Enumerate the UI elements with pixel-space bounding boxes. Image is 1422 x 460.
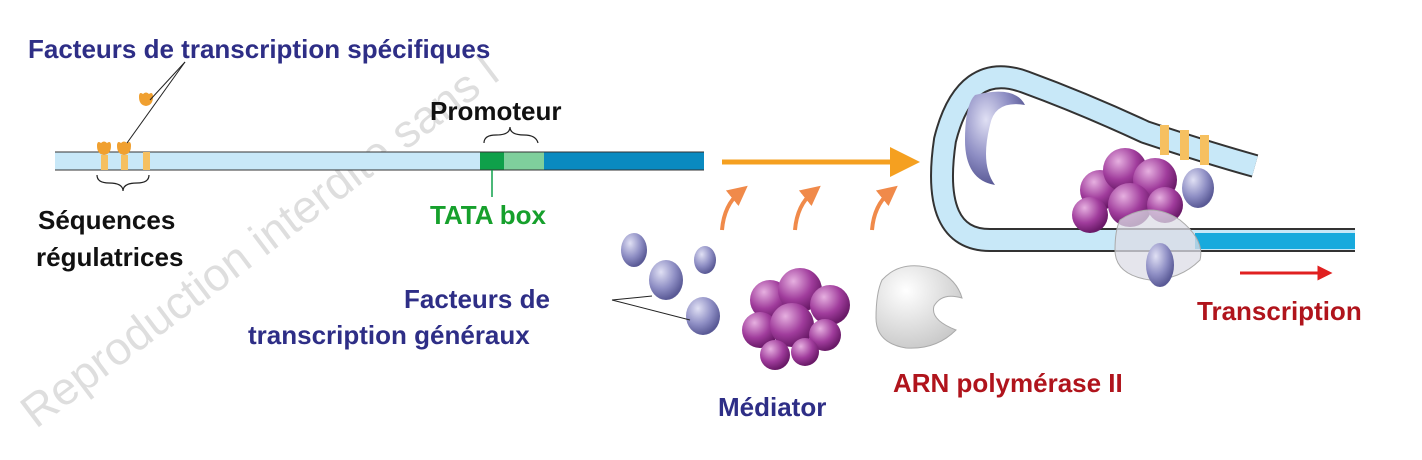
general-factors-label-line2: transcription généraux (248, 320, 530, 350)
dna-loop (930, 65, 1355, 252)
dna-strand (55, 151, 704, 171)
regulatory-brace (96, 174, 150, 192)
curved-arrow (720, 185, 748, 231)
general-factor-icons (611, 233, 720, 335)
specific-factor-icons (97, 61, 186, 155)
specific-factors-label: Facteurs de transcription spécifiques (28, 34, 491, 64)
transcription-label: Transcription (1197, 296, 1362, 326)
tata-box-label: TATA box (430, 200, 547, 230)
rna-polymerase-label: ARN polymérase II (893, 368, 1123, 398)
mediator-label: Médiator (718, 392, 827, 422)
curved-arrow (793, 185, 821, 231)
regulatory-label-line1: Séquences (38, 205, 176, 235)
mediator-icon (742, 268, 850, 370)
promoter-brace (483, 126, 539, 144)
promoter-label: Promoteur (430, 96, 562, 126)
tata-box-segment (480, 152, 504, 170)
rna-polymerase-icon (875, 265, 963, 349)
curved-arrow (870, 185, 898, 231)
regulatory-label-line2: régulatrices (36, 242, 184, 272)
general-factors-label-line1: Facteurs de (404, 284, 550, 314)
preinitiation-complex (1072, 148, 1214, 287)
